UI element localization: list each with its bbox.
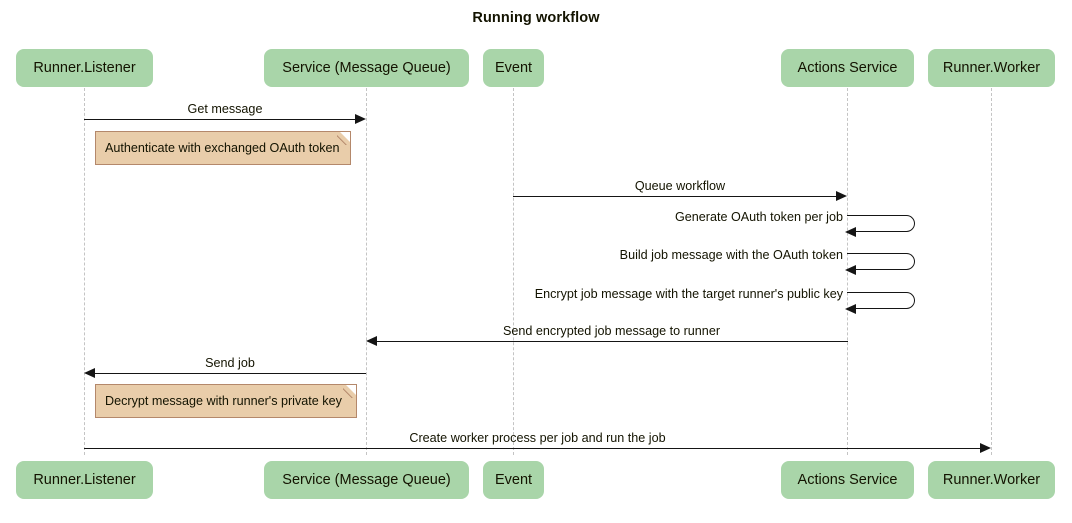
participant-bottom-actions-service[interactable]: Actions Service [781, 461, 914, 499]
participant-top-actions-service[interactable]: Actions Service [781, 49, 914, 87]
note-label: Authenticate with exchanged OAuth token [105, 141, 340, 155]
message-label-queue-workflow: Queue workflow [634, 179, 726, 193]
note-fold-edge-icon [337, 131, 351, 145]
note-label: Decrypt message with runner's private ke… [105, 394, 342, 408]
participant-label: Runner.Listener [33, 472, 136, 488]
message-label-encrypt-job-message: Encrypt job message with the target runn… [534, 287, 843, 301]
participant-label: Actions Service [797, 60, 898, 76]
message-arrowhead-build-job-message [845, 265, 856, 275]
message-arrowhead-create-worker-process [980, 443, 991, 453]
message-label-get-message: Get message [187, 102, 263, 116]
participant-top-runner-worker[interactable]: Runner.Worker [928, 49, 1055, 87]
participant-bottom-runner-listener[interactable]: Runner.Listener [16, 461, 153, 499]
message-arrowhead-generate-oauth-token [845, 227, 856, 237]
message-label-generate-oauth-token: Generate OAuth token per job [674, 210, 843, 224]
message-arrowhead-queue-workflow [836, 191, 847, 201]
message-label-send-job: Send job [205, 356, 255, 370]
lifeline-event [513, 88, 514, 455]
participant-label: Runner.Worker [942, 60, 1041, 76]
participant-bottom-event[interactable]: Event [483, 461, 544, 499]
note-authenticate: Authenticate with exchanged OAuth token [95, 131, 351, 165]
note-decrypt: Decrypt message with runner's private ke… [95, 384, 357, 418]
message-line-create-worker-process [84, 448, 981, 449]
message-label-create-worker-process: Create worker process per job and run th… [409, 431, 666, 445]
participant-label: Runner.Listener [33, 60, 136, 76]
participant-label: Event [494, 60, 533, 76]
message-arrowhead-get-message [355, 114, 366, 124]
message-selfloop-build-job-message [847, 253, 915, 270]
participant-top-event[interactable]: Event [483, 49, 544, 87]
participant-label: Service (Message Queue) [282, 60, 451, 76]
participant-top-runner-listener[interactable]: Runner.Listener [16, 49, 153, 87]
message-label-build-job-message: Build job message with the OAuth token [619, 248, 843, 262]
message-arrowhead-send-job [84, 368, 95, 378]
message-line-send-encrypted-job-message [377, 341, 848, 342]
message-arrowhead-encrypt-job-message [845, 304, 856, 314]
participant-label: Actions Service [797, 472, 898, 488]
lifeline-service-message-queue [366, 88, 367, 455]
message-label-send-encrypted-job-message: Send encrypted job message to runner [502, 324, 721, 338]
participant-label: Event [494, 472, 533, 488]
participant-label: Runner.Worker [942, 472, 1041, 488]
lifeline-runner-worker [991, 88, 992, 455]
lifeline-runner-listener [84, 88, 85, 455]
message-line-get-message [84, 119, 356, 120]
message-selfloop-encrypt-job-message [847, 292, 915, 309]
participant-label: Service (Message Queue) [282, 472, 451, 488]
message-selfloop-generate-oauth-token [847, 215, 915, 232]
participant-bottom-runner-worker[interactable]: Runner.Worker [928, 461, 1055, 499]
message-arrowhead-send-encrypted-job-message [366, 336, 377, 346]
diagram-title: Running workflow [472, 10, 600, 26]
participant-top-service-message-queue[interactable]: Service (Message Queue) [264, 49, 469, 87]
note-fold-edge-icon [343, 384, 357, 398]
message-line-queue-workflow [513, 196, 837, 197]
participant-bottom-service-message-queue[interactable]: Service (Message Queue) [264, 461, 469, 499]
message-line-send-job [95, 373, 366, 374]
